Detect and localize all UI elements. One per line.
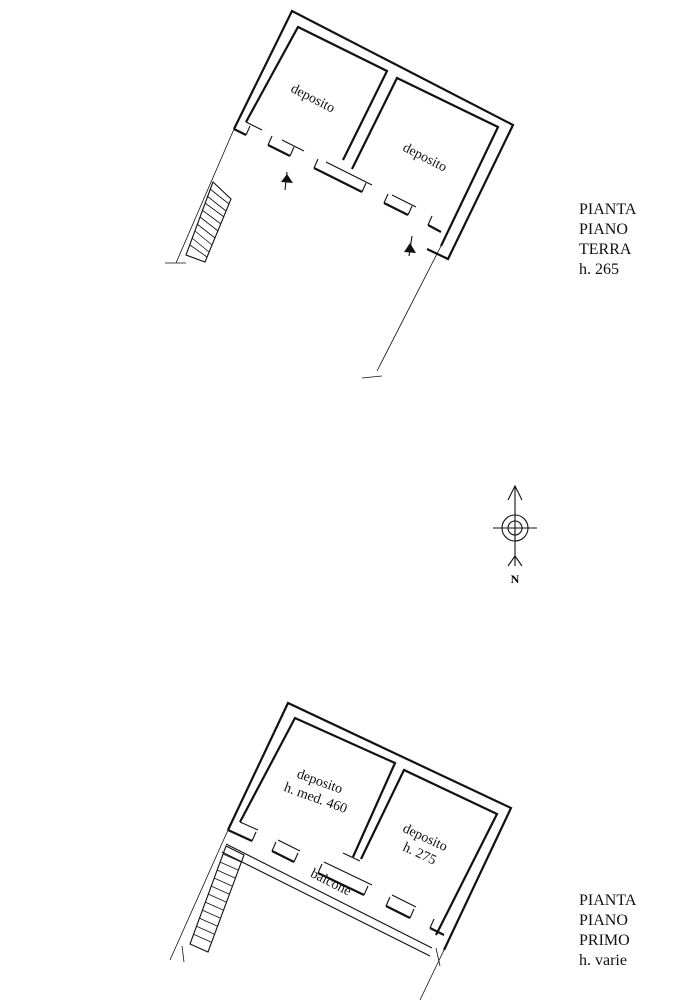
first-floor-balcony-label: balcone — [308, 866, 354, 899]
ground-floor-caption-line: PIANTA — [579, 201, 637, 218]
north-arrow-icon: N — [493, 484, 537, 586]
first-floor-front-wall — [227, 829, 445, 936]
first-floor-caption-line: PIANTA — [579, 892, 637, 909]
ground-floor-room-1-label: deposito — [288, 81, 337, 116]
ground-floor-outer-wall — [233, 9, 515, 261]
first-floor-stairs — [189, 845, 245, 953]
ground-floor-caption: PIANTA PIANO TERRA h. 265 — [579, 200, 636, 280]
ground-floor-left-boundary — [165, 128, 235, 264]
first-floor-front-wall-inner — [239, 821, 417, 908]
ground-floor-right-boundary — [361, 245, 442, 379]
first-floor-plan: deposito h. med. 460 deposito h. 275 bal… — [169, 701, 513, 1000]
ground-floor-plan: deposito deposito — [165, 9, 515, 379]
ground-floor-stairs — [185, 181, 232, 263]
ground-floor-section-markers — [281, 171, 416, 257]
first-floor-balcony — [221, 843, 433, 957]
first-floor-caption-line: PIANO — [579, 912, 628, 929]
first-floor-inner-wall — [239, 716, 499, 936]
first-floor-room-2-label: deposito h. 275 — [393, 821, 453, 872]
first-floor-caption-line: PRIMO — [579, 932, 630, 949]
ground-floor-inner-wall — [245, 25, 500, 247]
first-floor-outer-wall — [227, 701, 513, 951]
ground-floor-front-wall-inner — [245, 121, 417, 208]
ground-floor-caption-line: PIANO — [579, 221, 628, 238]
first-floor-left-boundary — [169, 829, 229, 963]
ground-floor-caption-line: h. 265 — [579, 261, 619, 278]
ground-floor-room-2-label: deposito — [400, 140, 449, 175]
first-floor-doors — [251, 831, 435, 929]
north-arrow-label: N — [511, 572, 520, 586]
first-floor-caption: PIANTA PIANO PRIMO h. varie — [579, 891, 636, 971]
first-floor-room-1-label: deposito h. med. 460 — [282, 764, 355, 817]
ground-floor-doors — [245, 125, 433, 226]
ground-floor-caption-line: TERRA — [579, 241, 632, 258]
first-floor-caption-line: h. varie — [579, 952, 627, 969]
ground-floor-front-wall — [233, 128, 442, 233]
first-floor-right-boundary — [419, 947, 445, 1000]
